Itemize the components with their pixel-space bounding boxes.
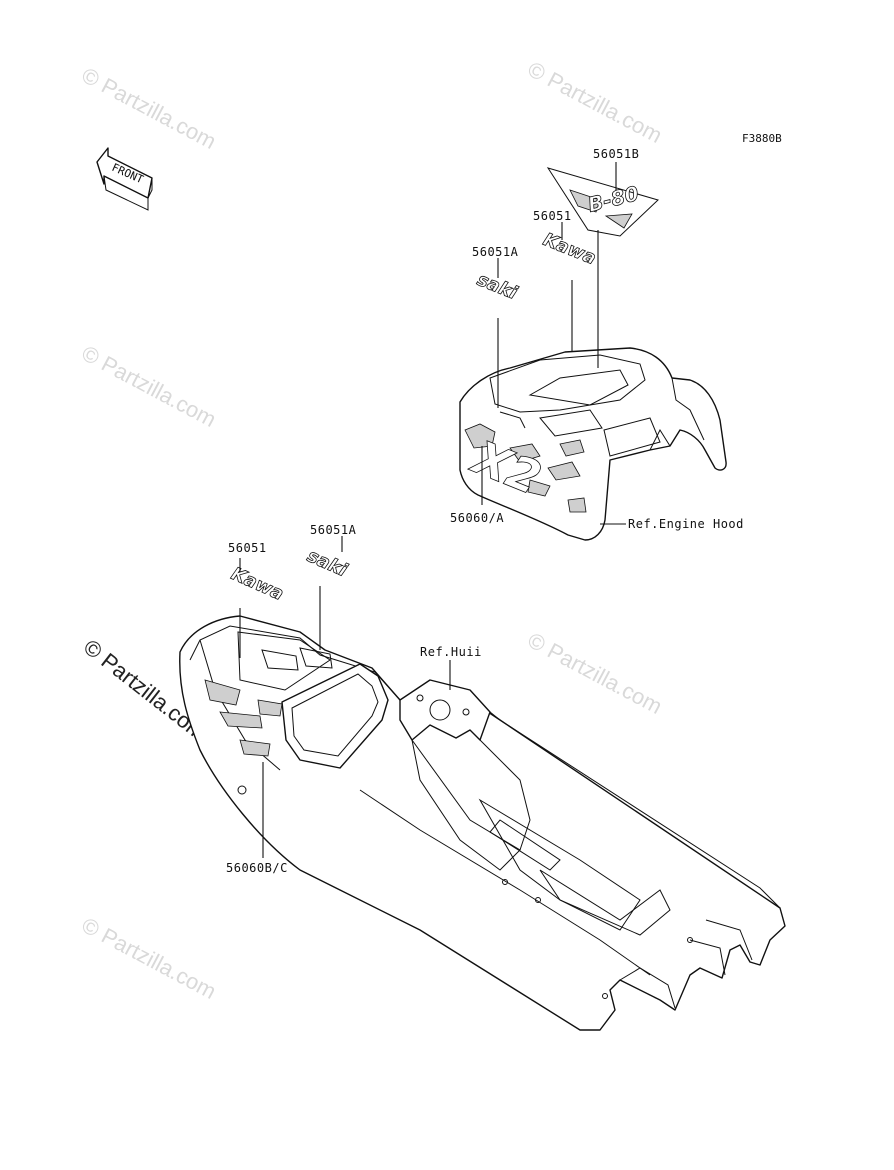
watermark: © Partzilla.com — [78, 62, 221, 154]
upper-callout-lines — [481, 162, 626, 525]
watermark: © Partzilla.com — [78, 912, 221, 1004]
callout-56051-lower: 56051 — [228, 541, 267, 555]
hull — [179, 615, 786, 1031]
kawa-decal-upper: Kawa — [540, 229, 599, 269]
callout-56051B: 56051B — [593, 147, 639, 161]
watermark: © Partzilla.com — [524, 56, 667, 148]
watermark: © Partzilla.com — [78, 340, 221, 432]
callout-56051A-lower: 56051A — [310, 523, 357, 537]
kawa-decal-lower: Kawa — [228, 563, 287, 605]
watermark: © Partzilla.com — [524, 627, 667, 719]
callout-56060BC: 56060B/C — [226, 861, 288, 875]
diagram-code: F3880B — [742, 132, 782, 145]
callout-ref-hull: Ref.Huii — [420, 645, 482, 659]
callout-ref-engine-hood: Ref.Engine Hood — [628, 517, 744, 531]
decal-56051-lower: Kawa — [228, 563, 287, 605]
saki-decal-lower: saki — [304, 545, 351, 581]
lower-callout-lines — [239, 536, 451, 858]
decal-56051-upper: Kawa — [540, 229, 600, 270]
decal-56051A-lower: saki — [304, 545, 352, 582]
engine-hood: X2 — [459, 347, 727, 541]
callout-56060A: 56060/A — [450, 511, 504, 525]
callout-56051-upper: 56051 — [533, 209, 572, 223]
callout-56051A-upper: 56051A — [472, 245, 519, 259]
front-arrow-icon: FRONT — [96, 147, 153, 211]
decal-56051B: B-80 — [546, 167, 659, 237]
